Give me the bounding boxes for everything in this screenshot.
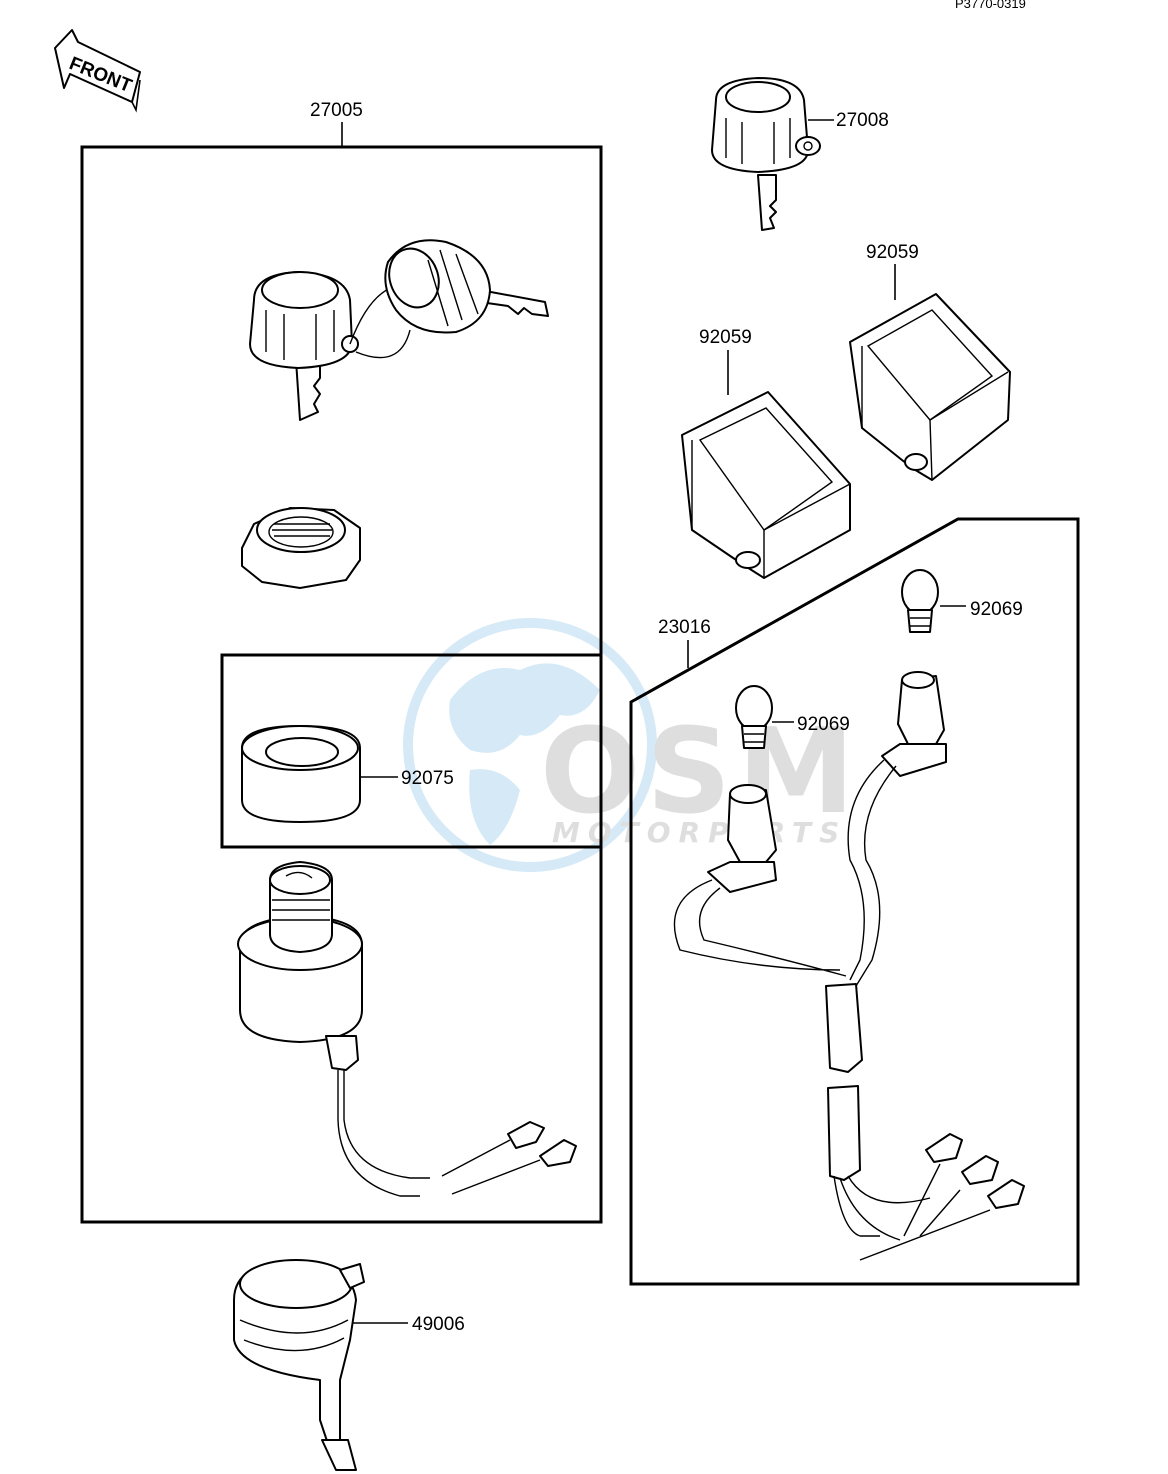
callout-23016: 23016 (658, 617, 711, 638)
watermark-continents (449, 663, 600, 845)
callout-92069-upper: 92069 (970, 599, 1023, 620)
ignition-switch-illustration (237, 861, 577, 1197)
watermark-brand: OSM (540, 702, 861, 840)
kit-box-23016 (629, 517, 1080, 1286)
lens-left-illustration (681, 391, 851, 579)
callout-92069-lower: 92069 (797, 714, 850, 735)
nut-illustration (241, 507, 361, 589)
ignition-keys-illustration (249, 239, 549, 421)
spacer-box (220, 653, 603, 849)
key-set-illustration (711, 77, 821, 231)
callout-49006: 49006 (412, 1314, 465, 1335)
watermark-subtitle: MOTORPARTS (552, 816, 847, 849)
reference-number: P3770-0319 (955, 0, 1026, 11)
spacer-illustration (241, 725, 361, 823)
callout-27008: 27008 (836, 110, 889, 131)
bulb-lower-icon (735, 685, 773, 749)
callout-92075: 92075 (401, 768, 454, 789)
front-arrow-icon: FRONT (54, 29, 141, 113)
callout-92059-left: 92059 (699, 327, 752, 348)
callout-92059-right: 92059 (866, 242, 919, 263)
lens-right-illustration (849, 293, 1011, 481)
cover-illustration (233, 1259, 365, 1471)
watermark-globe-icon (403, 618, 657, 872)
callout-27005: 27005 (310, 100, 363, 121)
harness-illustration (673, 671, 1025, 1261)
watermark: OSM MOTORPARTS (403, 618, 861, 872)
bulb-upper-icon (901, 569, 939, 633)
